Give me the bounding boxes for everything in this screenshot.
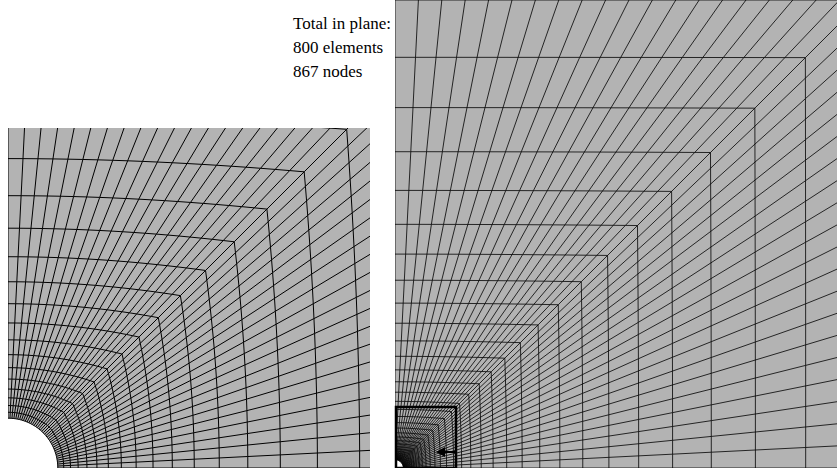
zoom-arrow-head	[436, 447, 445, 457]
mesh-radial-line	[400, 0, 770, 461]
mesh-radial-line	[32, 128, 370, 425]
mesh-radial-line	[402, 187, 837, 464]
mesh-ring-line	[8, 128, 370, 468]
mesh-radial-line	[399, 0, 676, 461]
mesh-radial-line	[23, 128, 370, 421]
zoomed-mesh	[8, 128, 370, 468]
mesh-radial-line	[400, 0, 816, 462]
mesh-radial-line	[398, 0, 629, 460]
mesh-radial-line	[396, 0, 488, 460]
mesh-radial-line	[53, 128, 370, 447]
mesh-radial-line	[36, 128, 370, 427]
mesh-radial-line	[400, 0, 793, 461]
mesh-radial-line	[398, 0, 606, 460]
mesh-statistics-text: 800 elements	[293, 36, 391, 60]
mesh-radial-line	[25, 128, 370, 421]
mesh-radial-line	[395, 0, 396, 460]
mesh-radial-line	[51, 128, 370, 444]
mesh-ring-line	[395, 0, 837, 468]
mesh-radial-line	[57, 128, 370, 460]
mesh-radial-line	[403, 211, 837, 465]
mesh-radial-line	[46, 128, 370, 436]
mesh-radial-line	[397, 0, 535, 460]
mesh-radial-line	[403, 328, 837, 466]
mesh-radial-line	[20, 128, 370, 420]
mesh-radial-line	[395, 0, 418, 460]
mesh-radial-line	[22, 128, 370, 420]
mesh-radial-line	[400, 0, 746, 461]
full-mesh	[395, 0, 837, 468]
mesh-radial-line	[403, 304, 837, 466]
label-block: Total in plane:800 elements867 nodes	[293, 12, 391, 84]
mesh-radial-line	[18, 128, 370, 419]
mesh-fill	[8, 128, 370, 468]
mesh-radial-line	[399, 0, 722, 461]
zoom-box	[396, 407, 456, 468]
mesh-radial-line	[37, 128, 370, 428]
mesh-radial-line	[403, 234, 837, 465]
mesh-radial-line	[42, 128, 370, 431]
mesh-radial-line	[396, 0, 442, 460]
mesh-statistics-text: Total in plane:	[293, 12, 391, 36]
mesh-radial-line	[14, 128, 370, 419]
mesh-radial-line	[398, 0, 652, 460]
mesh-radial-line	[10, 128, 148, 418]
mesh-radial-line	[398, 0, 583, 460]
mesh-radial-line	[55, 128, 370, 453]
mesh-radial-line	[39, 128, 370, 429]
mesh-radial-line	[403, 398, 837, 467]
mesh-radial-line	[34, 128, 370, 426]
mesh-radial-line	[403, 445, 837, 468]
mesh-statistics-text: 867 nodes	[293, 60, 391, 84]
mesh-radial-line	[403, 351, 837, 466]
mesh-radial-line	[402, 94, 837, 464]
mesh-radial-line	[16, 128, 370, 419]
mesh-radial-line	[401, 0, 837, 462]
mesh-radial-line	[402, 164, 837, 464]
mesh-ring-line	[8, 128, 360, 468]
mesh-radial-line	[396, 0, 465, 460]
mesh-radial-line	[27, 128, 370, 422]
mesh-radial-line	[397, 0, 512, 460]
mesh-radial-line	[8, 128, 9, 418]
mesh-radial-line	[43, 128, 370, 433]
mesh-radial-line	[12, 128, 289, 418]
mesh-radial-line	[397, 0, 559, 460]
mesh-radial-line	[403, 281, 837, 466]
mesh-radial-line	[402, 140, 837, 463]
mesh-radial-line	[56, 128, 370, 456]
mesh-radial-line	[399, 0, 699, 461]
mesh-fill	[395, 0, 837, 468]
